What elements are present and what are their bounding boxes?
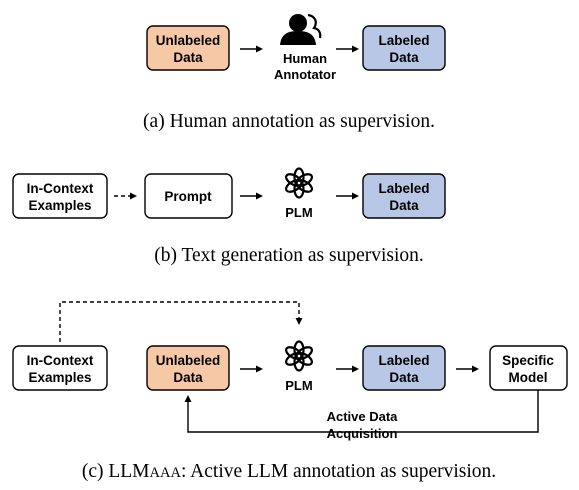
arrow-b1-dashed [114,192,137,200]
labeled-data-box: Labeled Data [362,345,446,391]
arrow-c-dashed-examples-to-plm [59,301,303,342]
labeled-data-box: Labeled Data [362,173,446,219]
specific-model-line1: Specific [502,353,554,368]
unlabeled-data-line2: Data [173,50,203,65]
labeled-data-line2: Data [389,370,419,385]
arrow-c2 [336,365,359,373]
labeled-data-line1: Labeled [378,33,429,48]
arrow-c3 [456,365,479,373]
labeled-data-line2: Data [389,50,419,65]
human-annotator-line2: Annotator [274,67,336,82]
specific-model-line2: Model [509,370,548,385]
person-icon [280,13,322,45]
arrow-a1 [240,45,263,53]
labeled-data-line2: Data [389,198,419,213]
specific-model-box: Specific Model [489,345,568,391]
labeled-data-box-bg [362,345,446,391]
human-annotator-line1: Human [283,51,327,66]
active-data-line1: Active Data [327,409,399,424]
arrow-a2 [336,45,359,53]
openai-logo-icon [283,340,315,372]
in-context-line2: Examples [28,198,91,213]
in-context-examples-box: In-Context Examples [12,345,108,391]
arrow-b2 [240,192,263,200]
caption-c: (c) LLMAAA: Active LLM annotation as sup… [82,461,496,482]
unlabeled-data-box: Unlabeled Data [146,25,230,71]
panel-a: Unlabeled Data Human Annotator Labeled D… [143,13,446,132]
specific-model-box-bg [489,345,568,391]
caption-a: (a) Human annotation as supervision. [143,111,435,132]
plm-label-b: PLM [285,205,312,220]
unlabeled-data-line1: Unlabeled [156,33,221,48]
unlabeled-data-line2: Data [173,370,203,385]
caption-c-smallcaps: AAA [150,465,182,481]
active-data-line2: Acquisition [327,426,398,441]
prompt-label: Prompt [164,189,212,204]
labeled-data-box-bg [362,25,446,71]
in-context-examples-box-bg [12,345,108,391]
panel-b: In-Context Examples Prompt PLM Labeled D… [12,167,446,266]
unlabeled-data-box-bg [146,25,230,71]
caption-b: (b) Text generation as supervision. [154,245,424,266]
unlabeled-data-line1: Unlabeled [156,353,221,368]
openai-logo-icon [283,167,315,199]
prompt-box-bg [144,173,233,219]
in-context-line1: In-Context [27,181,94,196]
caption-c-prefix: (c) LLM [82,461,150,482]
unlabeled-data-box: Unlabeled Data [146,345,230,391]
in-context-line2: Examples [28,370,91,385]
in-context-line1: In-Context [27,353,94,368]
labeled-data-box: Labeled Data [362,25,446,71]
in-context-examples-box: In-Context Examples [12,173,108,219]
arrow-b3 [336,192,359,200]
unlabeled-data-box-bg [146,345,230,391]
labeled-data-box-bg [362,173,446,219]
arrow-c-active-acquisition-loop [184,390,539,433]
plm-label-c: PLM [285,378,312,393]
in-context-examples-box-bg [12,173,108,219]
caption-c-suffix: : Active LLM annotation as supervision. [181,461,496,482]
prompt-box: Prompt [144,173,233,219]
arrow-c1 [240,365,263,373]
labeled-data-line1: Labeled [378,181,429,196]
labeled-data-line1: Labeled [378,353,429,368]
panel-c: In-Context Examples Unlabeled Data PLM L… [12,301,568,482]
